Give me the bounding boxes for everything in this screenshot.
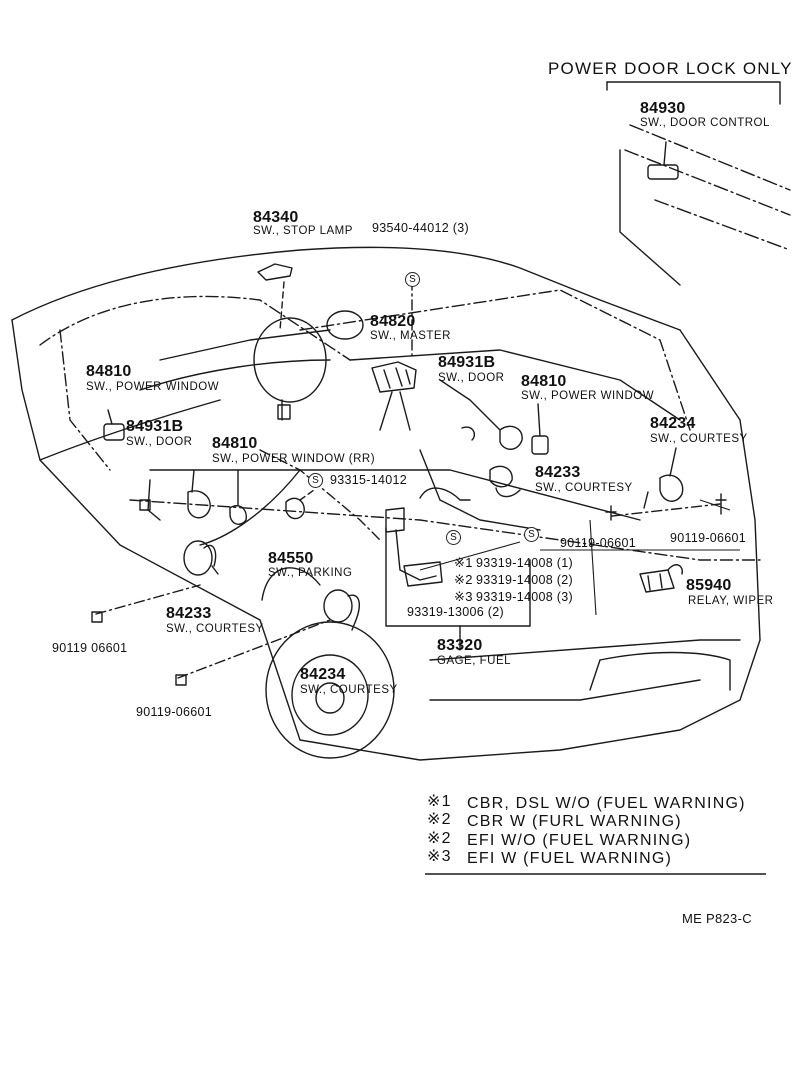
gage-ref-mark-3: ※3 [454, 589, 473, 604]
part-name-power-window-left: SW., POWER WINDOW [86, 381, 220, 393]
part-name-power-window-rr: SW., POWER WINDOW (RR) [212, 453, 376, 465]
gage-ref-mark-2: ※2 [454, 572, 473, 587]
part-number-84810-rr: 84810 [212, 435, 258, 452]
part-number-84820: 84820 [370, 313, 416, 330]
part-name-parking: SW., PARKING [268, 567, 353, 579]
legend-text-4: EFI W (FUEL WARNING) [467, 850, 673, 867]
ref-90119-06601-a: 90119-06601 [560, 536, 637, 550]
part-name-door-left: SW., DOOR [126, 436, 193, 448]
part-number-84810-right: 84810 [521, 373, 567, 390]
legend-mark-4: ※3 [427, 848, 452, 865]
part-name-gage-fuel: GAGE, FUEL [437, 655, 512, 667]
legend-text-1: CBR, DSL W/O (FUEL WARNING) [467, 795, 746, 812]
part-number-84810-left: 84810 [86, 363, 132, 380]
ref-90119-06601-c: 90119 06601 [52, 641, 128, 655]
ref-90119-06601-d: 90119-06601 [136, 705, 213, 719]
part-name-power-window-right: SW., POWER WINDOW [521, 390, 655, 402]
part-name-door-right: SW., DOOR [438, 372, 505, 384]
part-name-relay-wiper: RELAY, WIPER [688, 595, 774, 607]
part-number-84234-right: 84234 [650, 415, 696, 432]
legend-mark-1: ※1 [427, 793, 452, 810]
part-name-door-control: SW., DOOR CONTROL [640, 117, 770, 129]
legend-mark-3: ※2 [427, 830, 452, 847]
ref-93315-14012: 93315-14012 [330, 473, 407, 487]
legend-text-3: EFI W/O (FUEL WARNING) [467, 832, 692, 849]
part-name-stop-lamp: SW., STOP LAMP [253, 225, 353, 237]
part-number-84234-left: 84234 [300, 666, 346, 683]
part-number-84340: 84340 [253, 209, 299, 226]
part-name-courtesy-84234-left: SW., COURTESY [300, 684, 398, 696]
ref-93319-14008-1: 93319-14008 (1) [476, 556, 573, 570]
s-mark-symbol: S [308, 473, 323, 488]
ref-93319-14008-3: 93319-14008 (3) [476, 590, 573, 604]
ref-93319-13006: 93319-13006 (2) [407, 605, 504, 619]
ref-93319-14008-2: 93319-14008 (2) [476, 573, 573, 587]
part-number-84930: 84930 [640, 100, 686, 117]
part-number-84931b-right: 84931B [438, 354, 496, 371]
ref-90119-06601-b: 90119-06601 [670, 531, 747, 545]
part-name-courtesy-84233-left: SW., COURTESY [166, 623, 264, 635]
legend-mark-2: ※2 [427, 811, 452, 828]
power-door-lock-only-header: POWER DOOR LOCK ONLY [548, 59, 793, 78]
diagram-code: ME P823-C [682, 911, 752, 926]
gage-ref-mark-1: ※1 [454, 555, 473, 570]
part-number-84550: 84550 [268, 550, 314, 567]
part-name-courtesy-right: SW., COURTESY [650, 433, 748, 445]
part-number-84931b-left: 84931B [126, 418, 184, 435]
ref-93540-44012: 93540-44012 (3) [372, 221, 469, 235]
s-mark-symbol: S [405, 272, 420, 287]
part-number-84233-right: 84233 [535, 464, 581, 481]
s-mark-symbol: S [524, 527, 539, 542]
part-number-84233-left: 84233 [166, 605, 212, 622]
part-name-courtesy-84233-right: SW., COURTESY [535, 482, 633, 494]
part-number-83320: 83320 [437, 637, 483, 654]
s-mark-symbol: S [446, 530, 461, 545]
part-name-master: SW., MASTER [370, 330, 451, 342]
part-number-85940: 85940 [686, 577, 732, 594]
legend-text-2: CBR W (FURL WARNING) [467, 813, 682, 830]
